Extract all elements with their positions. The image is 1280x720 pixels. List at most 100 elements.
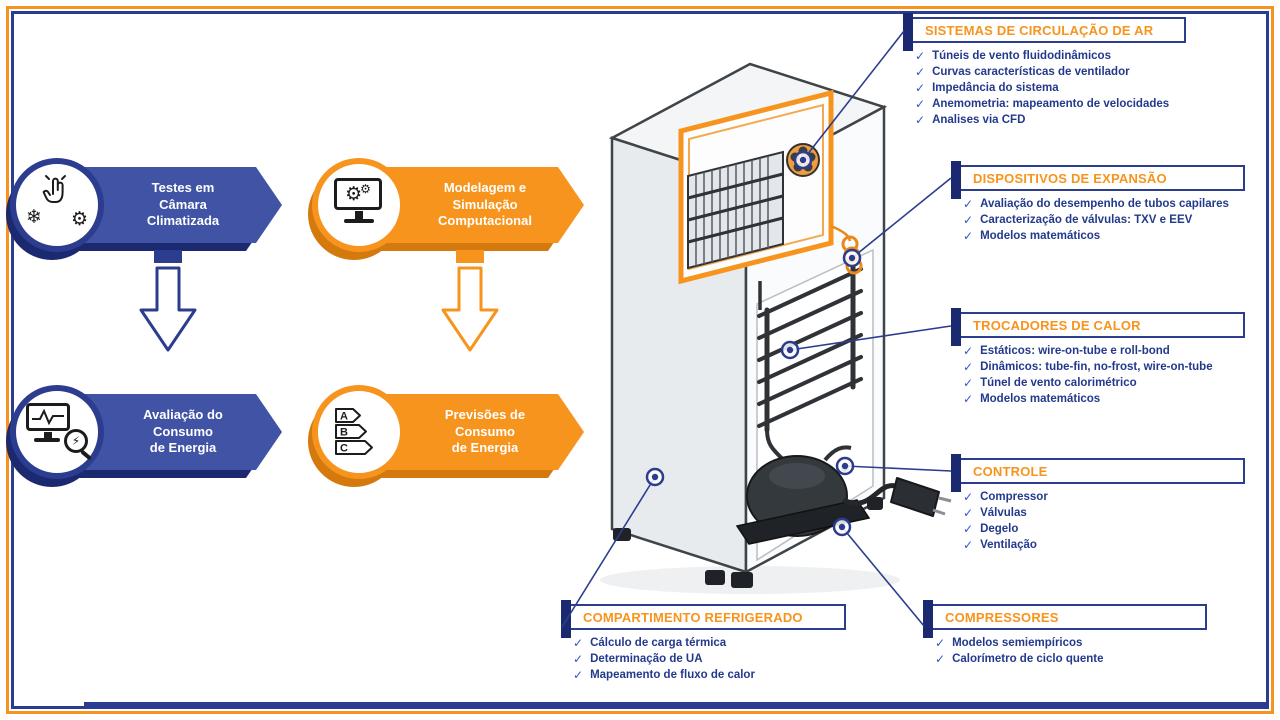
checklist-item: ✓ Compressor bbox=[963, 490, 1245, 506]
title-accent-bar bbox=[951, 454, 961, 492]
checklist-text: Dinâmicos: tube-fin, no-frost, wire-on-t… bbox=[980, 361, 1213, 373]
check-icon: ✓ bbox=[915, 97, 926, 111]
banner-icon-circle: A B C bbox=[312, 385, 406, 479]
check-icon: ✓ bbox=[963, 392, 974, 406]
banner-modelagem-simulacao: ⚙ ⚙ Modelagem e Simulação Computacional bbox=[308, 156, 590, 260]
checklist-text: Analises via CFD bbox=[932, 114, 1026, 126]
checklist-item: ✓Curvas características de ventilador bbox=[915, 65, 1186, 81]
banner-icon-circle: ⚡ bbox=[10, 385, 104, 479]
checklist-text: Estáticos: wire-on-tube e roll-bond bbox=[980, 345, 1170, 357]
callout-compartimento-refrigerado: COMPARTIMENTO REFRIGERADO ✓ Cálculo de ca… bbox=[561, 600, 846, 684]
callout-title: COMPARTIMENTO REFRIGERADO bbox=[583, 609, 803, 625]
title-accent-bar bbox=[561, 600, 571, 638]
check-icon: ✓ bbox=[915, 81, 926, 95]
checklist-item: ✓Túnel de vento calorimétrico bbox=[963, 376, 1245, 392]
check-icon: ✓ bbox=[963, 229, 974, 243]
banner-icon-circle: ⚙ ⚙ bbox=[312, 158, 406, 252]
checklist-item: ✓ Ventilação bbox=[963, 538, 1245, 554]
checklist-item: ✓Calorímetro de ciclo quente bbox=[935, 652, 1207, 668]
banner-icon-circle: ❄ ⚙ bbox=[10, 158, 104, 252]
magnifier-handle bbox=[80, 449, 92, 461]
callout-title-box: COMPRESSORES bbox=[923, 600, 1207, 638]
monitor-icon: ⚙ ⚙ bbox=[334, 178, 382, 210]
click-hand-icon bbox=[42, 175, 66, 203]
down-arrow-orange bbox=[441, 250, 499, 352]
checklist-item: ✓ Impedância do sistema bbox=[915, 81, 1186, 97]
check-icon: ✓ bbox=[915, 113, 926, 127]
check-icon: ✓ bbox=[963, 538, 974, 552]
checklist-text: Compressor bbox=[980, 491, 1048, 503]
check-icon: ✓ bbox=[963, 197, 974, 211]
banner-label: Modelagem e Simulação Computacional bbox=[438, 179, 532, 229]
monitor-icon bbox=[26, 403, 70, 431]
checklist-item: ✓ Analises via CFD bbox=[915, 113, 1186, 129]
checklist-item: ✓ Cálculo de carga térmica bbox=[573, 636, 846, 652]
checklist-item: ✓ Válvulas bbox=[963, 506, 1245, 522]
energy-letter: A bbox=[340, 411, 348, 423]
checklist-item: ✓ Dinâmicos: tube-fin, no-frost, wire-on-… bbox=[963, 360, 1245, 376]
checklist-text: Mapeamento de fluxo de calor bbox=[590, 669, 755, 681]
callout-controle: CONTROLE ✓ Compressor ✓ Válvulas ✓ Degelo ✓ Ven… bbox=[951, 454, 1245, 554]
checklist-text: Degelo bbox=[980, 523, 1019, 535]
hand-snowflake-gear-icon: ❄ ⚙ bbox=[26, 174, 88, 236]
checklist-text: Avaliação do desempenho de tubos capilar… bbox=[980, 198, 1229, 210]
checklist: ✓ Cálculo de carga térmica ✓Determinação d… bbox=[563, 636, 846, 684]
energy-letter: C bbox=[340, 443, 348, 455]
check-icon: ✓ bbox=[573, 636, 584, 650]
check-icon: ✓ bbox=[963, 344, 974, 358]
monitor-pulse-magnifier-icon: ⚡ bbox=[26, 401, 92, 463]
callout-title: COMPRESSORES bbox=[945, 609, 1059, 625]
checklist: ✓ Compressor ✓ Válvulas ✓ Degelo ✓ Ventilação bbox=[953, 490, 1245, 554]
check-icon: ✓ bbox=[963, 360, 974, 374]
checklist-text: Modelos matemáticos bbox=[980, 393, 1101, 405]
snowflake-icon: ❄ bbox=[26, 207, 42, 228]
check-icon: ✓ bbox=[963, 376, 974, 390]
checklist-item: ✓ Modelos matemáticos bbox=[963, 392, 1245, 408]
checklist-text: Impedância do sistema bbox=[932, 82, 1059, 94]
check-icon: ✓ bbox=[963, 506, 974, 520]
monitor-stand bbox=[355, 211, 363, 219]
checklist-text: Ventilação bbox=[980, 539, 1037, 551]
monitor-base bbox=[34, 438, 60, 442]
compressor bbox=[735, 445, 871, 545]
callout-title-box: COMPARTIMENTO REFRIGERADO bbox=[561, 600, 846, 638]
title-accent-bar bbox=[903, 13, 913, 51]
monitor-stand bbox=[44, 432, 52, 438]
banner-previsoes-consumo: A B C Previsões de Consumo de Energia bbox=[308, 383, 590, 487]
callout-title: DISPOSITIVOS DE EXPANSÃO bbox=[973, 170, 1167, 186]
callout-title-box: CONTROLE bbox=[951, 454, 1245, 492]
check-icon: ✓ bbox=[935, 636, 946, 650]
checklist-text: Válvulas bbox=[980, 507, 1027, 519]
monitor-base bbox=[344, 219, 374, 223]
checklist-text: Anemometria: mapeamento de velocidades bbox=[932, 98, 1170, 110]
gear-icon: ⚙ bbox=[360, 182, 371, 196]
checklist-item: ✓ Avaliação do desempenho de tubos capila… bbox=[963, 197, 1245, 213]
checklist-text: Calorímetro de ciclo quente bbox=[952, 653, 1104, 665]
title-accent-bar bbox=[951, 308, 961, 346]
callout-title-box: DISPOSITIVOS DE EXPANSÃO bbox=[951, 161, 1245, 199]
lightning-icon: ⚡ bbox=[71, 434, 81, 448]
check-icon: ✓ bbox=[963, 522, 974, 536]
checklist-item: ✓ Anemometria: mapeamento de velocidades bbox=[915, 97, 1186, 113]
down-arrow-blue bbox=[139, 250, 197, 352]
checklist-text: Modelos semiempíricos bbox=[952, 637, 1083, 649]
banner-testes-camara: ❄ ⚙ Testes em Câmara Climatizada bbox=[6, 156, 288, 260]
magnifier-icon: ⚡ bbox=[64, 429, 88, 453]
checklist: ✓ Modelos semiempíricos ✓Calorímetro de ci… bbox=[925, 636, 1207, 668]
check-icon: ✓ bbox=[963, 490, 974, 504]
checklist-text: Modelos matemáticos bbox=[980, 230, 1101, 242]
title-accent-bar bbox=[923, 600, 933, 638]
energy-label-icon: A B C bbox=[335, 408, 373, 455]
checklist: ✓ Estáticos: wire-on-tube e roll-bond ✓ Din… bbox=[953, 344, 1245, 408]
callout-title: TROCADORES DE CALOR bbox=[973, 317, 1141, 333]
check-icon: ✓ bbox=[915, 65, 926, 79]
banner-label: Avaliação do Consumo de Energia bbox=[143, 406, 223, 456]
checklist-item: ✓ Degelo bbox=[963, 522, 1245, 538]
checklist-text: Cálculo de carga térmica bbox=[590, 637, 727, 649]
gear-icon: ⚙ bbox=[345, 183, 363, 205]
check-icon: ✓ bbox=[915, 49, 926, 63]
checklist-item: ✓Determinação de UA bbox=[573, 652, 846, 668]
banner-label: Testes em Câmara Climatizada bbox=[146, 179, 220, 229]
power-plug bbox=[842, 477, 952, 517]
